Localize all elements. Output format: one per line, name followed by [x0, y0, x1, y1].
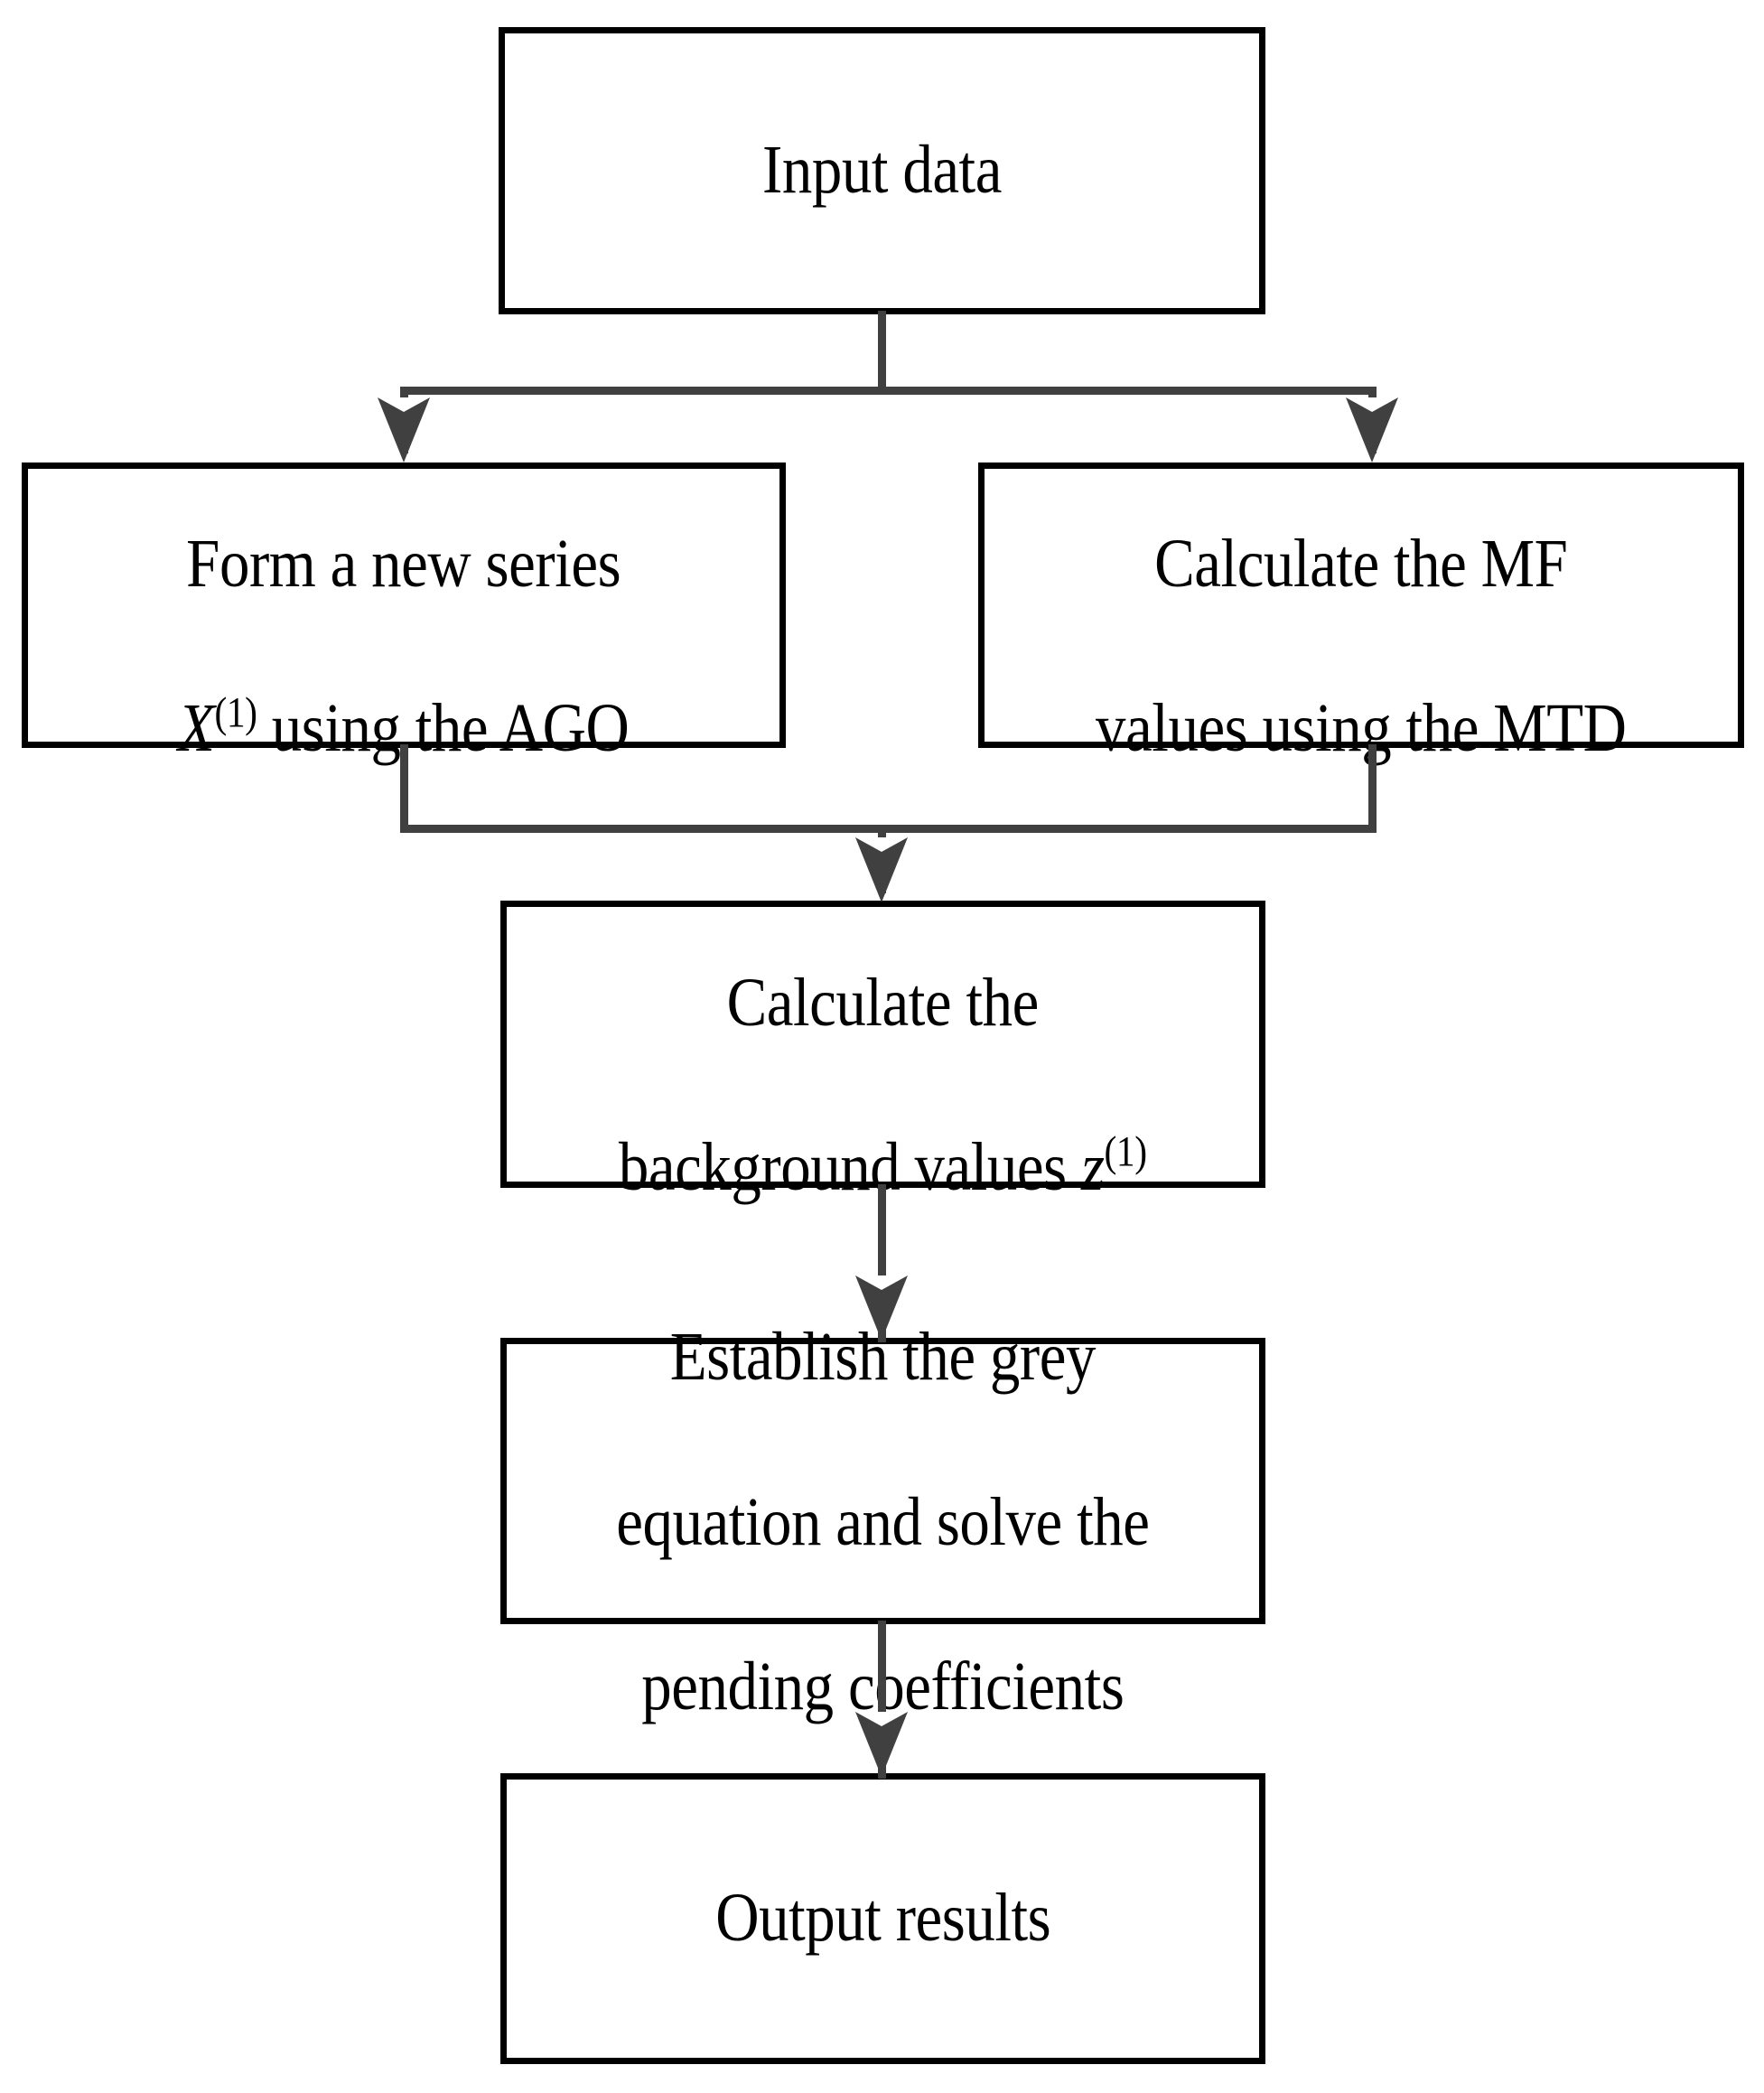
background-values-line2: background values — [619, 1129, 1082, 1206]
background-values-line1: Calculate the — [726, 964, 1040, 1041]
node-calculate-background-values-label: Calculate the background values z(1) — [608, 880, 1158, 1210]
grey-equation-line1: Establish the grey — [669, 1319, 1097, 1396]
node-calculate-background-values[interactable]: Calculate the background values z(1) — [500, 901, 1265, 1205]
form-new-series-line2-rest: using the AGO — [257, 690, 630, 767]
node-calculate-mf-values-label: Calculate the MF values using the MTD — [1085, 441, 1638, 771]
edge-input-to-fork — [878, 311, 886, 394]
node-form-new-series-label: Form a new series X(1) using the AGO — [167, 441, 640, 771]
edge-calculate-mf-values-stem — [1368, 744, 1377, 831]
node-establish-grey-equation-label: Establish the grey equation and solve th… — [605, 1234, 1161, 1728]
edge-join-bar — [400, 825, 1377, 833]
arrowhead-to-calculate-background-values — [855, 837, 908, 902]
form-new-series-superscript: (1) — [214, 689, 257, 737]
node-output-results-label: Output results — [715, 1880, 1050, 1957]
edge-background-values-to-grey-equation — [878, 1184, 886, 1342]
grey-equation-line3: pending coefficients — [641, 1648, 1125, 1724]
arrowhead-to-output-results — [855, 1712, 908, 1777]
node-input-data-label: Input data — [762, 132, 1002, 209]
arrowhead-to-form-new-series — [378, 397, 430, 463]
background-values-variable: z — [1081, 1129, 1105, 1206]
grey-equation-line2: equation and solve the — [616, 1483, 1150, 1560]
calculate-mf-line1: Calculate the MF — [1154, 525, 1568, 602]
node-calculate-mf-values[interactable]: Calculate the MF values using the MTD — [978, 463, 1744, 766]
arrowhead-to-calculate-mf-values — [1346, 397, 1398, 463]
edge-form-new-series-stem — [400, 744, 408, 831]
edge-fork-bar — [400, 387, 1377, 395]
node-form-new-series[interactable]: Form a new series X(1) using the AGO — [22, 463, 786, 766]
form-new-series-variable: X — [178, 690, 215, 767]
edge-grey-equation-to-output-results — [878, 1621, 886, 1779]
node-input-data[interactable]: Input data — [499, 27, 1265, 314]
form-new-series-line1: Form a new series — [186, 525, 621, 602]
node-output-results[interactable]: Output results — [500, 1773, 1265, 2064]
background-values-superscript: (1) — [1104, 1128, 1147, 1176]
node-establish-grey-equation[interactable]: Establish the grey equation and solve th… — [500, 1319, 1265, 1724]
arrowhead-to-establish-grey-equation — [855, 1275, 908, 1341]
calculate-mf-line2: values using the MTD — [1096, 690, 1627, 767]
